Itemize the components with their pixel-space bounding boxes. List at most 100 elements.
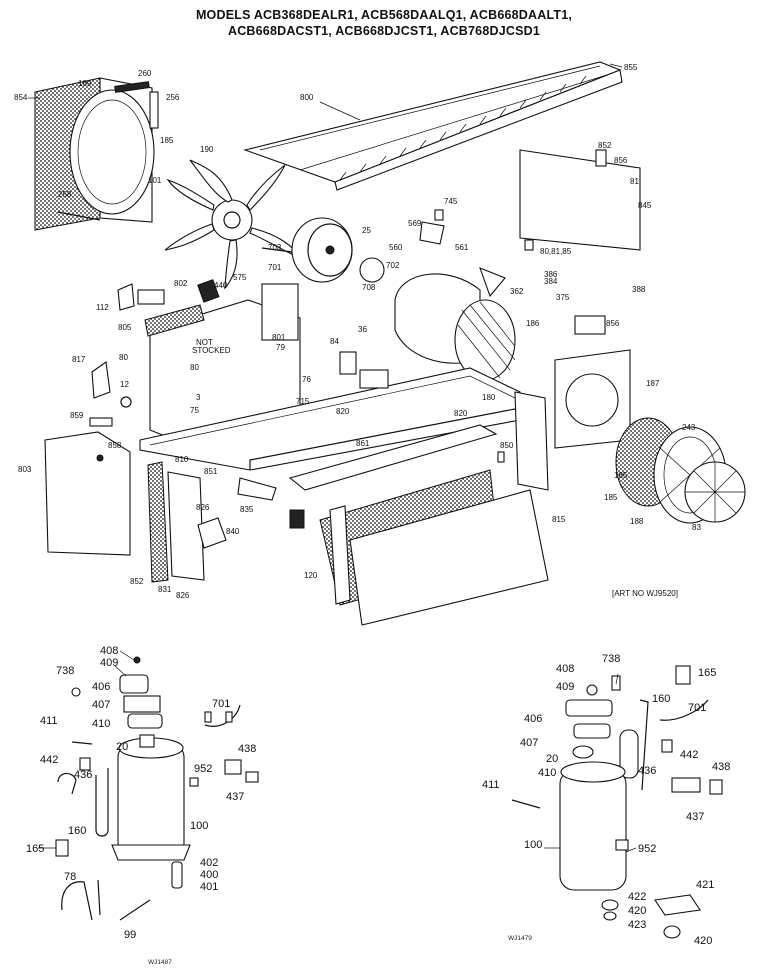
callout-label: 708 — [362, 283, 376, 292]
callout-label: 386 — [544, 270, 558, 279]
art-number-label: [ART NO WJ9520] — [612, 589, 678, 598]
top-cover-panel — [243, 61, 623, 191]
callout-label: 800 — [300, 93, 314, 102]
callout-label: 422 — [628, 891, 646, 903]
callout-label: 702 — [386, 261, 400, 270]
callout-label: 388 — [632, 285, 646, 294]
callout-label: 406 — [92, 681, 110, 693]
callout-label: 99 — [124, 929, 136, 941]
callout-label: 826 — [196, 503, 210, 512]
callout-label: 36 — [358, 325, 367, 334]
callout-label: 420 — [694, 935, 712, 947]
callout-label: 701 — [212, 698, 230, 710]
callout-label: 436 — [74, 769, 92, 781]
callout-label: 78 — [64, 871, 76, 883]
callout-label: 738 — [56, 665, 74, 677]
leader-lines — [28, 63, 637, 853]
callout-label: 701 — [688, 702, 706, 714]
callout-label: 185 — [160, 136, 174, 145]
callout-label: 410 — [92, 718, 110, 730]
callout-label: 190 — [200, 145, 214, 154]
callout-label: 165 — [698, 667, 716, 679]
callout-label: 442 — [40, 754, 58, 766]
callout-label: 436 — [638, 765, 656, 777]
callout-label: 408 — [100, 645, 118, 657]
callout-label: 715 — [296, 397, 310, 406]
fan-motor — [261, 217, 385, 283]
callout-label: 256 — [166, 93, 180, 102]
control-panel-bracket — [117, 279, 301, 451]
callout-label: 440 — [214, 281, 228, 290]
callout-label: NOT — [196, 338, 213, 347]
callout-label: 260 — [138, 69, 152, 78]
callout-label: 401 — [200, 881, 218, 893]
callout-label: 858 — [108, 441, 122, 450]
callout-label: 81 — [630, 177, 639, 186]
callout-label: 845 — [638, 201, 652, 210]
callout-label: 76 — [302, 375, 311, 384]
callout-label: 20 — [546, 753, 558, 765]
callout-label: 855 — [624, 63, 638, 72]
callout-label: 856 — [606, 319, 620, 328]
callout-label: 851 — [204, 467, 218, 476]
callout-label: 745 — [444, 197, 458, 206]
callout-label: 409 — [556, 681, 574, 693]
condenser-fan-guard — [615, 417, 746, 524]
callout-label: 75 — [190, 406, 199, 415]
callout-label: 79 — [276, 343, 285, 352]
callout-label: 831 — [158, 585, 172, 594]
callout-label: 410 — [538, 767, 556, 779]
callout-label: 80,81,85 — [540, 247, 572, 256]
condenser-grille-frame — [34, 77, 159, 231]
callout-label: 188 — [630, 517, 644, 526]
callout-label: 421 — [696, 879, 714, 891]
callout-label: 703 — [268, 243, 282, 252]
callout-label: 407 — [92, 699, 110, 711]
callout-label: 165 — [26, 843, 44, 855]
blower-scroll-housing — [394, 273, 606, 381]
callout-label: 805 — [118, 323, 132, 332]
callout-label: 402 — [200, 857, 218, 869]
callout-label: 801 — [272, 333, 286, 342]
callout-label: 186 — [526, 319, 540, 328]
callout-label: 803 — [18, 465, 32, 474]
diagram-title-line-2: ACB668DACST1, ACB668DJCST1, ACB768DJCSD1 — [227, 24, 541, 38]
callout-label: 438 — [712, 761, 730, 773]
callout-label: 852 — [598, 141, 612, 150]
callout-label: 185 — [614, 471, 628, 480]
callout-label: 856 — [614, 156, 628, 165]
callout-label: 409 — [100, 657, 118, 669]
callout-labels: 854 189 260 256 185 258 800 855 190 101 … — [14, 63, 730, 966]
drawing-number-left: WJ1487 — [148, 959, 172, 966]
callout-label: 375 — [556, 293, 570, 302]
front-side-panel — [44, 431, 131, 556]
callout-label: 25 — [362, 226, 371, 235]
compressor-assembly-left — [55, 656, 259, 921]
callout-label: 560 — [389, 243, 403, 252]
callout-label: 362 — [510, 287, 524, 296]
callout-label: 952 — [638, 843, 656, 855]
callout-label: 187 — [646, 379, 660, 388]
callout-label: 438 — [238, 743, 256, 755]
callout-label: 400 — [200, 869, 218, 881]
callout-label: 850 — [500, 441, 514, 450]
callout-label: 575 — [233, 273, 247, 282]
side-panel-right — [519, 149, 641, 251]
callout-label: 189 — [78, 79, 92, 88]
callout-label: 820 — [336, 407, 350, 416]
condenser-fan-blade — [164, 159, 302, 290]
drawing-number-right: WJ1479 — [508, 935, 532, 942]
callout-label: 738 — [602, 653, 620, 665]
callout-label: 20 — [116, 741, 128, 753]
callout-label: 561 — [455, 243, 469, 252]
callout-label: 442 — [680, 749, 698, 761]
callout-label: 854 — [14, 93, 28, 102]
callout-label: 258 — [58, 190, 72, 199]
compressor-assembly-right — [511, 665, 723, 939]
callout-label: 406 — [524, 713, 542, 725]
callout-label: 840 — [226, 527, 240, 536]
callout-label: 180 — [482, 393, 496, 402]
callout-label: 802 — [174, 279, 188, 288]
callout-label: 185 — [604, 493, 618, 502]
